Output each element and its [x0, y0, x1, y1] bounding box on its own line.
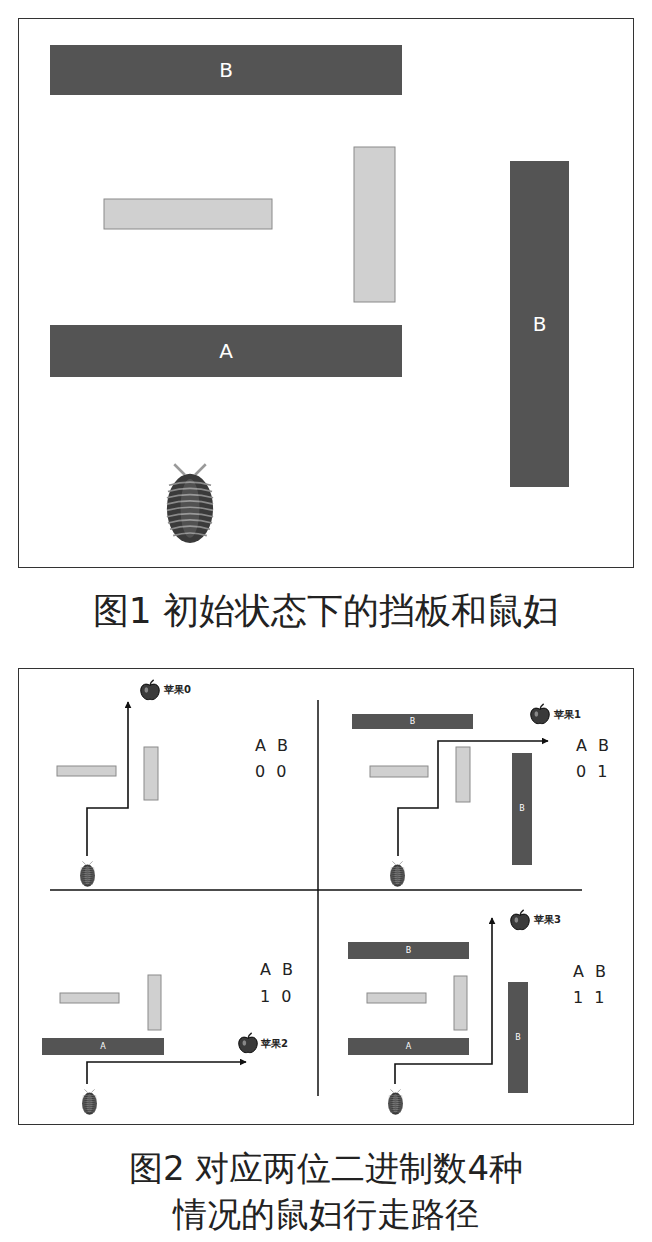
baffle-label: A [100, 1043, 105, 1051]
figure-caption: 图2 对应两位二进制数4种 情况的鼠妇行走路径 [66, 1146, 586, 1238]
bit-header: A B [573, 962, 609, 981]
quadrant-00 [87, 702, 128, 856]
quadrant-11 [511, 910, 530, 930]
quadrant-01 [531, 704, 550, 724]
baffle-bar: A [348, 1038, 469, 1055]
bit-header: A B [576, 736, 612, 755]
divider-line [50, 889, 582, 891]
bit-header: A B [260, 960, 296, 979]
apple-label: 苹果2 [261, 1038, 288, 1050]
baffle-label: B [410, 718, 416, 726]
baffle-bar: B [510, 161, 569, 487]
quadrant-00 [57, 766, 116, 776]
baffle-label: B [219, 60, 233, 80]
figure-frame [19, 19, 634, 568]
figure-frame [19, 669, 634, 1125]
quadrant-00 [57, 680, 159, 887]
baffle-label: B [519, 805, 525, 813]
light-baffle [104, 199, 272, 229]
bit-value: 0 0 [255, 762, 289, 781]
baffle-bar: B [352, 714, 473, 729]
quadrant-10 [148, 975, 161, 1030]
quadrant-01 [370, 766, 428, 777]
apple-label: 苹果1 [554, 709, 581, 721]
quadrant-11 [367, 910, 529, 1115]
quadrant-11 [367, 993, 426, 1003]
quadrant-10 [239, 1033, 258, 1053]
quadrant-00 [80, 861, 95, 886]
figure-caption: 图1 初始状态下的挡板和鼠妇 [20, 588, 632, 635]
quadrant-10 [87, 1062, 246, 1084]
quadrant-00 [141, 680, 160, 700]
baffle-bar: A [50, 325, 402, 377]
baffle-bar: B [512, 753, 532, 865]
quadrant-11 [454, 976, 467, 1030]
quadrant-00 [144, 747, 158, 800]
baffle-label: A [219, 341, 233, 361]
quadrant-01 [456, 747, 470, 802]
baffle-label: B [406, 947, 412, 955]
light-baffle [354, 147, 395, 302]
apple-label: 苹果3 [534, 914, 561, 926]
bit-value: 1 0 [260, 987, 294, 1006]
quadrant-01 [390, 861, 405, 886]
woodlouse [167, 464, 213, 543]
baffle-bar: B [50, 45, 402, 95]
baffle-bar: A [42, 1038, 164, 1055]
quadrant-11 [388, 1089, 403, 1114]
baffle-label: B [515, 1034, 521, 1042]
bit-value: 1 1 [573, 988, 607, 1007]
quadrant-10 [82, 1089, 97, 1114]
baffle-bar: B [508, 982, 528, 1093]
baffle-label: A [406, 1043, 411, 1051]
baffle-bar: B [348, 942, 469, 959]
apple-label: 苹果0 [164, 684, 191, 696]
divider-line [317, 700, 319, 1096]
quadrant-10 [60, 993, 119, 1003]
baffle-label: B [533, 314, 547, 334]
bit-header: A B [255, 736, 291, 755]
bit-value: 0 1 [576, 762, 610, 781]
quadrant-01 [370, 704, 549, 887]
